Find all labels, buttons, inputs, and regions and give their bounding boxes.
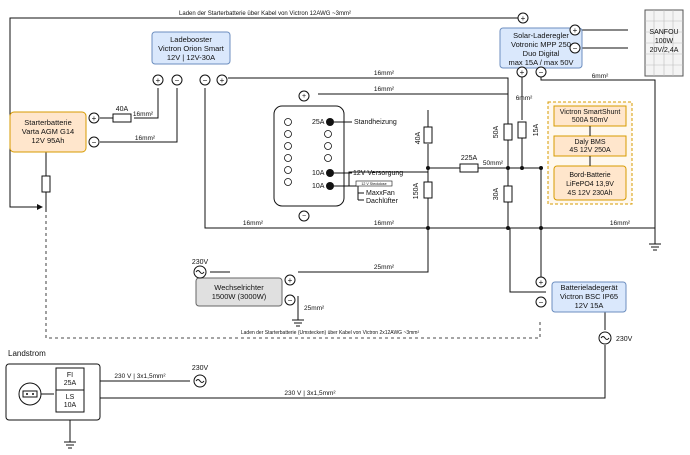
svg-text:30A: 30A	[493, 187, 500, 200]
svg-text:1500W (3000W): 1500W (3000W)	[212, 292, 267, 301]
svg-text:Varta AGM G14: Varta AGM G14	[22, 127, 74, 136]
svg-text:16mm²: 16mm²	[374, 86, 395, 93]
svg-text:LiFePO4 13,9V: LiFePO4 13,9V	[566, 181, 614, 188]
svg-text:Victron BSC IP65: Victron BSC IP65	[560, 292, 618, 301]
svg-text:+: +	[520, 68, 525, 77]
svg-text:16mm²: 16mm²	[133, 111, 154, 118]
svg-text:Dachlüfter: Dachlüfter	[366, 198, 399, 205]
svg-text:12V | 12V-30A: 12V | 12V-30A	[167, 53, 215, 62]
booster: Ladebooster Victron Orion Smart 12V | 12…	[151, 31, 231, 65]
svg-text:Wechselrichter: Wechselrichter	[214, 283, 264, 292]
svg-text:100W: 100W	[655, 38, 674, 45]
cable-labels: 16mm² 16mm² 16mm² 16mm² 6mm² 6mm² 50mm² …	[133, 70, 631, 312]
grounds	[64, 238, 661, 449]
svg-text:6mm²: 6mm²	[592, 73, 609, 80]
ac-symbols: 230V 230V 230V	[192, 259, 633, 388]
svg-text:10A: 10A	[64, 402, 77, 409]
svg-text:Landstrom: Landstrom	[8, 349, 46, 358]
svg-text:−: −	[92, 138, 97, 147]
svg-text:12V 15A: 12V 15A	[575, 301, 604, 310]
bottom-label: Laden der Starterbatterie (Umstecken) üb…	[241, 330, 420, 336]
solar-panel: SANFOU 100W 20V/2,4A	[644, 9, 684, 77]
svg-text:MaxxFan: MaxxFan	[366, 190, 395, 197]
svg-text:−: −	[288, 296, 293, 305]
svg-text:+: +	[156, 76, 161, 85]
svg-text:15A: 15A	[533, 123, 540, 136]
svg-text:+: +	[573, 26, 578, 35]
svg-text:25mm²: 25mm²	[304, 305, 325, 312]
svg-text:−: −	[539, 298, 544, 307]
svg-text:12V 95Ah: 12V 95Ah	[32, 136, 65, 145]
svg-text:16mm²: 16mm²	[610, 220, 631, 227]
svg-text:16mm²: 16mm²	[243, 220, 264, 227]
svg-text:Standheizung: Standheizung	[354, 119, 397, 126]
svg-text:FI: FI	[67, 372, 73, 379]
svg-text:10A: 10A	[312, 170, 325, 177]
svg-text:LS: LS	[66, 394, 75, 401]
fuse-box: + − 25A 10A 10A Standheizung 12V Versorg…	[273, 90, 403, 222]
svg-text:150A: 150A	[413, 183, 420, 200]
svg-text:230 V | 3x1,5mm²: 230 V | 3x1,5mm²	[114, 373, 166, 380]
wires: Laden der Starterbatterie über Kabel von…	[9, 11, 656, 438]
charger: Batterieladegerät Victron BSC IP65 12V 1…	[551, 281, 627, 313]
svg-text:+: +	[539, 278, 544, 287]
svg-text:+: +	[302, 93, 306, 100]
solar-regulator: Solar-Laderegler Votronic MPP 250 Duo Di…	[499, 27, 583, 69]
svg-text:40A: 40A	[415, 131, 422, 144]
svg-text:230V: 230V	[192, 259, 209, 266]
shunt-label: Victron SmartShunt	[560, 109, 621, 116]
svg-text:16mm²: 16mm²	[374, 70, 395, 77]
svg-text:6mm²: 6mm²	[516, 95, 533, 102]
svg-text:4S 12V 250A: 4S 12V 250A	[569, 147, 611, 154]
svg-text:25mm²: 25mm²	[374, 264, 395, 271]
svg-text:50mm²: 50mm²	[483, 160, 504, 167]
svg-text:+: +	[521, 14, 526, 23]
bms-label: Daly BMS	[574, 139, 605, 146]
svg-text:Votronic MPP 250: Votronic MPP 250	[511, 40, 571, 49]
svg-text:12 V Steckdose: 12 V Steckdose	[361, 182, 386, 186]
svg-text:500A 50mV: 500A 50mV	[572, 117, 609, 124]
svg-text:25A: 25A	[64, 380, 77, 387]
svg-text:−: −	[539, 68, 544, 77]
svg-text:4S 12V 230Ah: 4S 12V 230Ah	[567, 190, 612, 197]
svg-text:16mm²: 16mm²	[374, 220, 395, 227]
svg-text:Ladebooster: Ladebooster	[170, 35, 212, 44]
svg-text:Victron Orion Smart: Victron Orion Smart	[158, 44, 225, 53]
svg-text:230V: 230V	[192, 365, 209, 372]
svg-text:16mm²: 16mm²	[135, 135, 156, 142]
svg-text:−: −	[573, 44, 578, 53]
svg-text:max 15A / max 50V: max 15A / max 50V	[508, 58, 573, 67]
svg-text:50A: 50A	[493, 125, 500, 138]
landstrom: Landstrom FI 25A LS 10A 230 V | 3x1,5mm²…	[5, 349, 336, 421]
svg-text:Batterieladegerät: Batterieladegerät	[560, 283, 618, 292]
svg-text:−: −	[175, 76, 180, 85]
svg-text:SANFOU: SANFOU	[649, 29, 678, 36]
svg-text:+: +	[220, 76, 225, 85]
svg-text:Duo Digital: Duo Digital	[523, 49, 560, 58]
svg-text:Starterbatterie: Starterbatterie	[24, 118, 72, 127]
svg-text:230 V | 3x1,5mm²: 230 V | 3x1,5mm²	[284, 390, 336, 397]
svg-text:225A: 225A	[461, 155, 478, 162]
board-battery-label: Bord-Batterie	[569, 172, 610, 179]
starter-battery: Starterbatterie Varta AGM G14 12V 95Ah	[9, 111, 87, 153]
svg-text:12V Versorgung: 12V Versorgung	[353, 170, 403, 177]
battery-group: Victron SmartShunt 500A 50mV Daly BMS 4S…	[547, 101, 633, 205]
junctions	[426, 166, 543, 230]
fuses: 40A 40A 50A 15A 225A 150A 30A	[41, 106, 540, 203]
svg-text:40A: 40A	[116, 106, 129, 113]
terminals: + + − + − − + + − + − + − + −	[88, 12, 581, 308]
svg-text:+: +	[288, 276, 293, 285]
svg-text:+: +	[92, 114, 97, 123]
top-label: Laden der Starterbatterie über Kabel von…	[179, 11, 351, 17]
svg-text:10A: 10A	[312, 183, 325, 190]
svg-text:20V/2,4A: 20V/2,4A	[650, 47, 679, 54]
inverter: Wechselrichter 1500W (3000W)	[195, 277, 283, 307]
svg-text:−: −	[203, 76, 208, 85]
svg-text:Solar-Laderegler: Solar-Laderegler	[513, 31, 569, 40]
svg-text:230V: 230V	[616, 336, 633, 343]
svg-text:−: −	[302, 213, 306, 220]
svg-text:25A: 25A	[312, 119, 325, 126]
